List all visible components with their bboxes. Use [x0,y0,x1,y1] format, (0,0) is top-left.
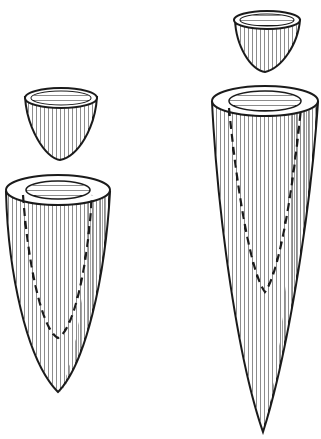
cup-tall [234,11,300,72]
cone-tall [212,86,318,432]
cone-short [6,175,110,392]
cup-small [25,88,97,160]
